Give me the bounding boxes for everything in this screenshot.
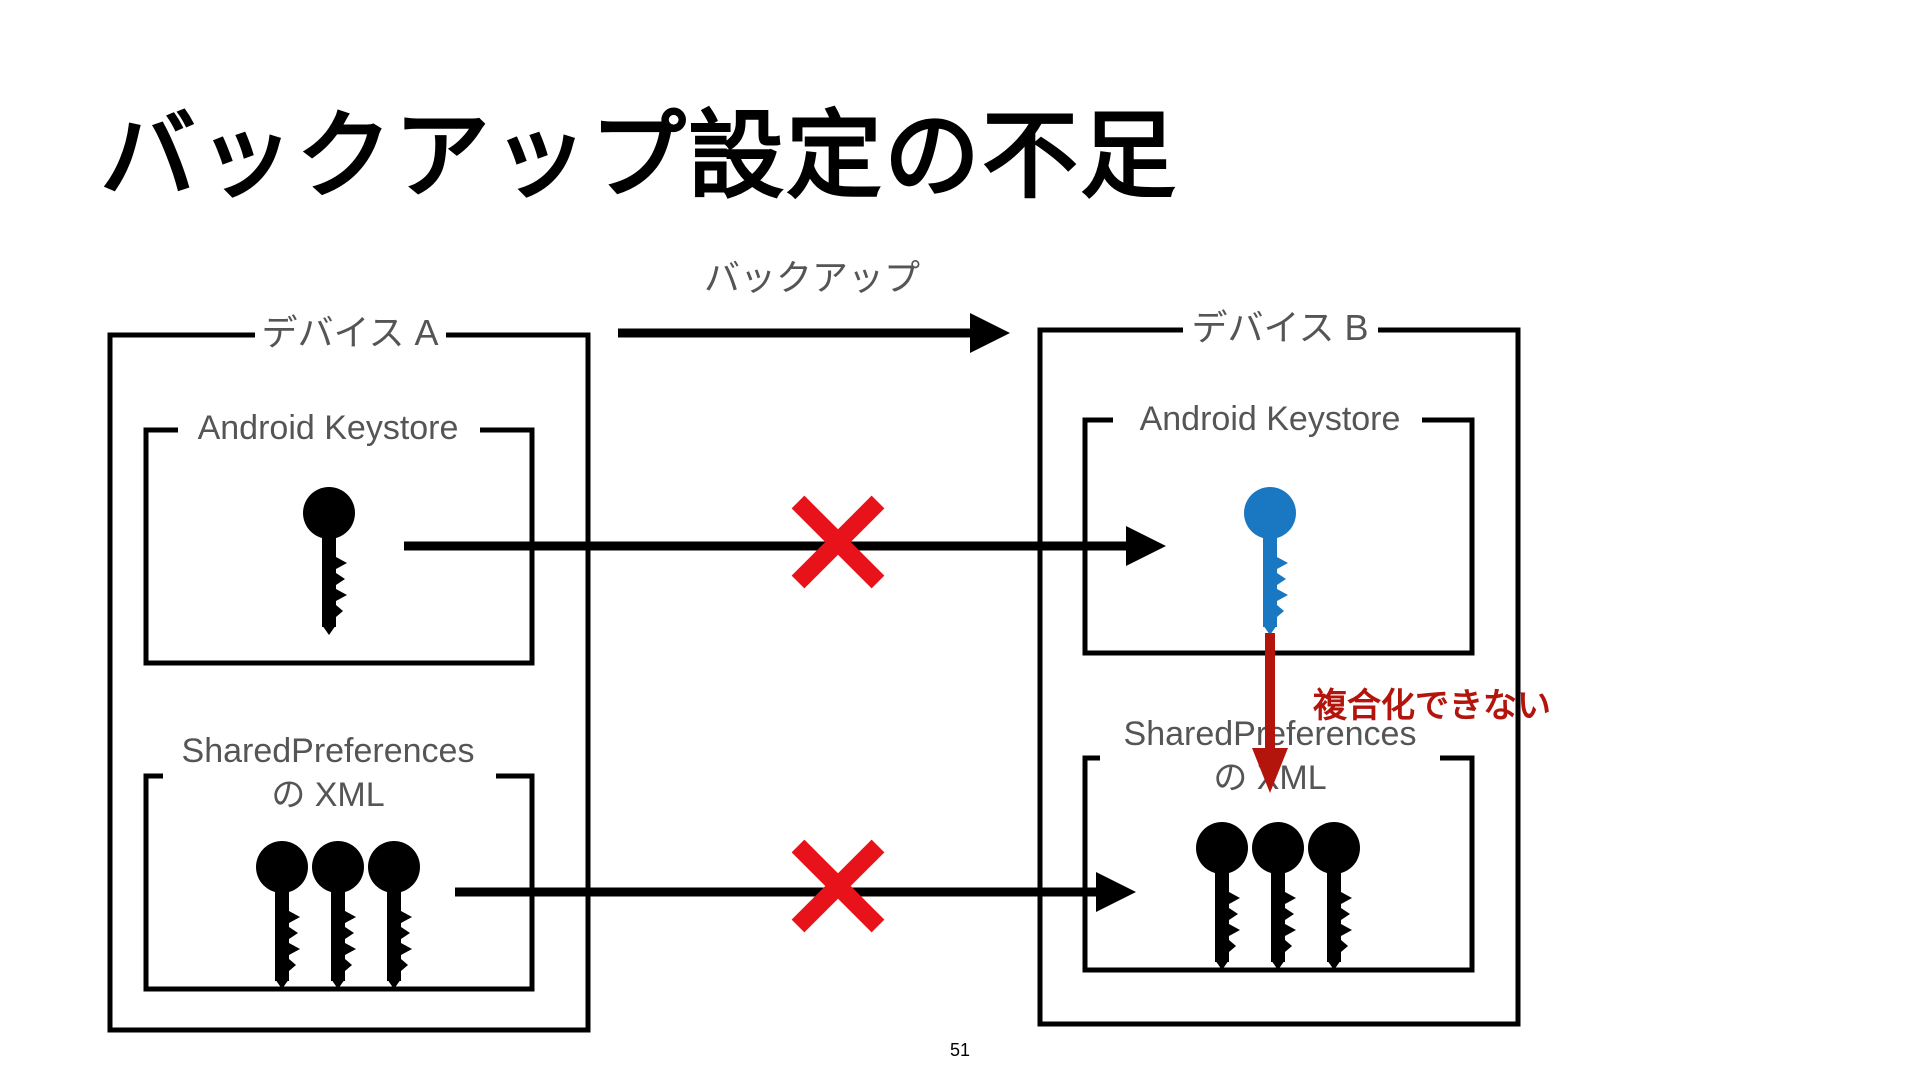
device-a-prefs-label-2: の XML: [271, 776, 384, 814]
decrypt-fail-label: 複合化できない: [1313, 687, 1551, 725]
slide-title: バックアップ設定の不足: [100, 100, 1178, 212]
arrow-icon: [1252, 748, 1288, 793]
cross-icon: [791, 839, 885, 933]
arrow-icon: [1096, 872, 1136, 912]
device-b-keystore-label: Android Keystore: [1140, 400, 1401, 438]
backup-arrow: バックアップ: [618, 257, 1010, 353]
device-b-label: デバイス B: [1192, 307, 1369, 348]
decrypt-fail-arrow: 複合化できない: [1252, 633, 1551, 793]
key-icon: [1252, 822, 1304, 970]
key-icon: [1196, 822, 1248, 970]
key-icon: [1244, 487, 1296, 635]
cross-icon: [791, 495, 885, 589]
keystore-transfer-arrow: [404, 495, 1166, 589]
device-a-keystore-box: Android Keystore: [143, 409, 535, 666]
page-number: 51: [949, 1040, 971, 1060]
key-icon: [1308, 822, 1360, 970]
key-icon: [303, 487, 355, 635]
device-a-frame: デバイス A: [107, 312, 591, 1033]
key-icon: [312, 841, 364, 989]
device-a-keystore-label: Android Keystore: [198, 409, 459, 447]
prefs-transfer-arrow: [455, 839, 1136, 933]
arrow-icon: [1126, 526, 1166, 566]
device-a-label: デバイス A: [262, 312, 439, 353]
device-a-prefs-label-1: SharedPreferences: [182, 732, 475, 770]
device-b-frame: デバイス B: [1037, 307, 1521, 1027]
key-icon: [256, 841, 308, 989]
device-a-prefs-box: SharedPreferences の XML: [143, 732, 535, 992]
key-icon: [368, 841, 420, 989]
device-b-keystore-box: Android Keystore: [1082, 400, 1475, 656]
backup-label: バックアップ: [704, 257, 920, 298]
arrow-icon: [970, 313, 1010, 353]
